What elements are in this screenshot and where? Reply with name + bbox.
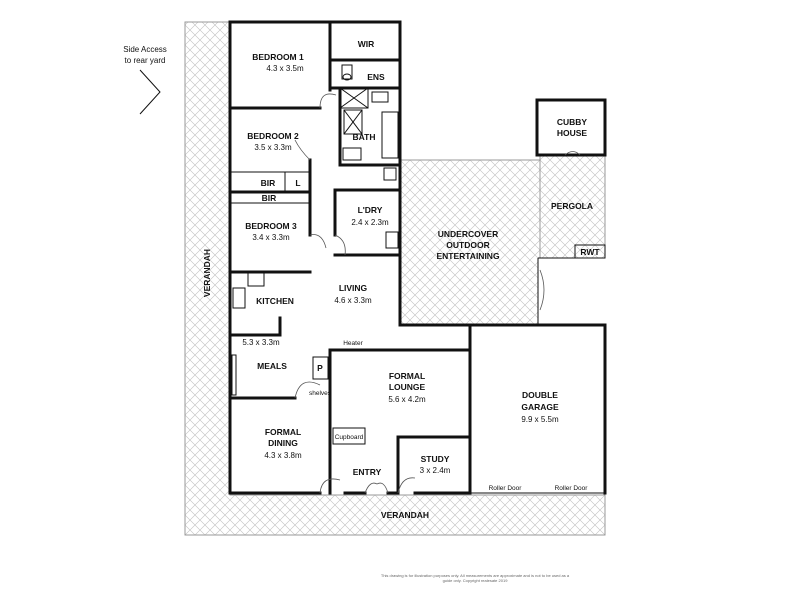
verandah-front-label: VERANDAH [381,510,429,520]
garage-label-1: DOUBLE [522,390,558,400]
shelves-label: shelves [309,390,332,397]
laundry-size: 2.4 x 2.3m [351,218,389,227]
living-label: LIVING [339,283,368,293]
formal-lounge-label-2: LOUNGE [389,382,426,392]
living-size: 4.6 x 3.3m [334,296,372,305]
fixtures [231,64,581,396]
formal-dining-size: 4.3 x 3.8m [264,451,302,460]
meals-label: MEALS [257,361,287,371]
side-access-arrow [139,69,161,115]
formal-dining-label-2: DINING [268,438,298,448]
bedroom1-label: BEDROOM 1 [252,52,304,62]
kitchen-label: KITCHEN [256,296,294,306]
bir-label-1: BIR [261,178,276,188]
bedroom3-size: 3.4 x 3.3m [252,233,290,242]
undercover-label-2: OUTDOOR [446,240,489,250]
side-access-label-1: Side Access [123,45,167,54]
garage-label-2: GARAGE [521,402,559,412]
side-access-label-2: to rear yard [125,56,166,65]
bir-label-2: BIR [262,193,277,203]
pantry-label: P [317,363,323,373]
house-walls [228,20,607,495]
pergola-label: PERGOLA [551,201,593,211]
bath-label: BATH [353,132,376,142]
heater-label: Heater [343,340,363,347]
formal-dining-label-1: FORMAL [265,427,301,437]
undercover-label-1: UNDERCOVER [438,229,498,239]
laundry-label: L'DRY [358,205,383,215]
door-swings [294,93,545,494]
cubby-label-2: HOUSE [557,128,588,138]
ens-label: ENS [367,72,385,82]
linen-label: L [295,178,300,188]
kitchen-size: 5.3 x 3.3m [242,338,280,347]
disclaimer-line2: guide only. Copyright realesate 2019 [443,578,509,583]
formal-lounge-size: 5.6 x 4.2m [388,395,426,404]
wir-label: WIR [358,39,375,49]
entry-label: ENTRY [353,467,382,477]
study-size: 3 x 2.4m [420,466,451,475]
bedroom2-size: 3.5 x 3.3m [254,143,292,152]
rwt-label: RWT [580,247,600,257]
study-label: STUDY [421,454,450,464]
bedroom3-label: BEDROOM 3 [245,221,297,231]
cubby-label-1: CUBBY [557,117,588,127]
roller-door-label-2: Roller Door [555,485,589,492]
formal-lounge-label-1: FORMAL [389,371,425,381]
roller-door-label-1: Roller Door [489,485,523,492]
undercover-label-3: ENTERTAINING [436,251,500,261]
verandah-side-label: VERANDAH [202,249,212,297]
bedroom1-size: 4.3 x 3.5m [266,64,304,73]
cupboard-label: Cupboard [335,434,364,441]
disclaimer-line1: This drawing is for illustration purpose… [381,573,570,578]
garage-size: 9.9 x 5.5m [521,415,559,424]
bedroom2-label: BEDROOM 2 [247,131,299,141]
